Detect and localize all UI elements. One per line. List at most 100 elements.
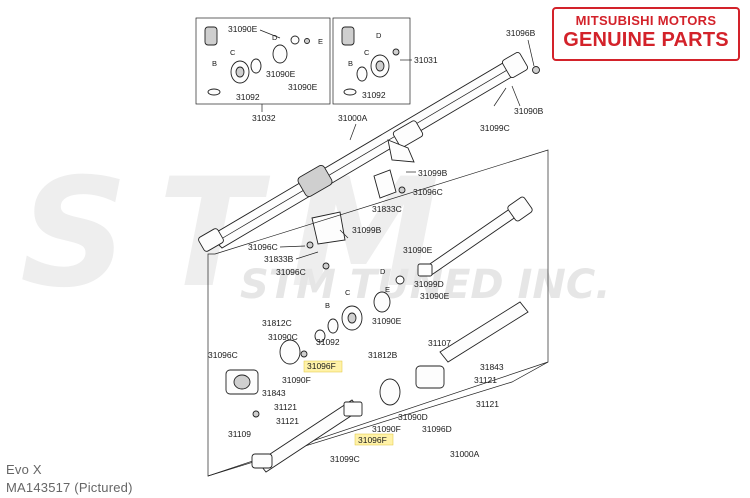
nut-31096f-a [300,350,308,358]
bearing-31109 [233,374,251,390]
part-nut [392,48,400,56]
upper-flange-right [501,51,529,79]
part-bearing-2-inner [375,60,385,72]
label-31096f-a: 31096F [307,361,336,371]
label-31107: 31107 [428,338,451,348]
label-31090e-main3: 31090E [372,316,402,326]
bolt-31099c [493,87,507,107]
caption-part: MA143517 (Pictured) [6,480,133,495]
label-31121-b: 31121 [276,416,299,426]
label-31812b: 31812B [368,350,398,360]
label-d-box1: D [272,33,278,42]
part-washer-e [304,38,310,44]
watermark: STM STM TUNED INC. [20,147,610,321]
nut-31096c-a [398,186,406,194]
label-31096f-b: 31096F [358,435,387,445]
oring-31092 [314,329,326,343]
label-31096c-d: 31096C [208,350,238,360]
label-31000a-top: 31000A [338,113,368,123]
bracket-31833c [373,169,397,199]
label-b-main: B [325,301,330,310]
rear-prop-bearing [415,365,445,389]
nut-31096c-c [322,262,330,270]
label-31090b: 31090B [514,106,544,116]
lower-front-flange [507,196,533,222]
part-bearing-inner [235,66,245,78]
bolt-31099b [339,229,349,239]
kit-box-31032-frame [195,17,331,105]
label-31843-a: 31843 [262,388,286,398]
leader-31833b [295,251,319,260]
kit-box-31031: D C B 31092 [332,17,411,105]
label-31096c-b: 31096C [248,242,278,252]
label-31099d: 31099D [414,279,444,289]
rear-joint [343,401,363,417]
mid-bracket [387,139,415,163]
label-e-box1: E [318,37,323,46]
label-31096c-a: 31096C [413,187,443,197]
clip-main-d [395,275,405,285]
seal-main [373,291,391,313]
label-31096c-c: 31096C [276,267,306,277]
part-oring [207,88,221,96]
label-c-box1: C [230,48,236,57]
label-31090e-box1c: 31090E [288,82,318,92]
upper-shaft-seam [215,65,515,243]
label-31099c-bottom: 31099C [330,454,360,464]
bracket-center [311,211,346,245]
label-31032: 31032 [252,113,276,123]
label-31099b-mid: 31099B [352,225,382,235]
ring-main [327,318,339,334]
label-31090d: 31090D [398,412,428,422]
part-cap-2 [341,26,355,46]
nut-31121 [252,410,260,418]
bearing-main-inner [347,312,357,324]
center-bearing-upper [297,164,333,198]
label-31090e-box1: 31090E [228,24,258,34]
mid-joint [392,120,424,148]
flange-31812c [279,339,301,365]
label-b-box2: B [348,59,353,68]
label-31000a-bottom: 31000A [450,449,480,459]
label-c-main: C [345,288,351,297]
rear-propshaft [415,301,529,389]
label-31090c: 31090C [268,332,298,342]
part-ring [250,58,262,74]
genuine-parts-badge: MITSUBISHI MOTORS GENUINE PARTS [552,7,740,61]
label-e-main: E [385,285,390,294]
label-31090e-main1: 31090E [403,245,433,255]
leader-a [259,29,281,39]
label-b-box1: B [212,59,217,68]
lower-assembly-frame [207,149,549,477]
label-31090f-b: 31090F [372,424,401,434]
rear-yoke [251,453,273,469]
label-31109: 31109 [228,429,251,439]
label-d-main: D [380,267,386,276]
rear-prop-tube [439,301,529,363]
upper-driveshaft [198,51,529,252]
part-seal [272,44,288,64]
part-31096b-nut [532,66,540,74]
label-31092-box2: 31092 [362,90,386,100]
caption-model: Evo X [6,462,42,477]
flange-31812b [379,378,401,406]
kit-box-31031-frame [332,17,411,105]
leader-31096c-b [279,245,306,248]
label-c-box2: C [364,48,370,57]
label-31090f-a: 31090F [282,375,311,385]
part-clip [290,35,300,45]
lower-front-yoke [417,263,433,277]
label-31812c: 31812C [262,318,292,328]
kit-box-31032: 31032 31090E D E C B 31090E 31090E 31092 [195,17,331,123]
label-31090e-main2: 31090E [420,291,450,301]
leader-31090b [511,85,521,107]
label-31099b-top: 31099B [418,168,448,178]
leader-31096b [527,39,535,67]
label-d-box2: D [376,31,382,40]
lower-rear-shaft [251,399,363,473]
label-31843-b: 31843 [480,362,504,372]
part-ring-2 [356,66,368,82]
label-31833b: 31833B [264,254,294,264]
label-31090e-box1b: 31090E [266,69,296,79]
